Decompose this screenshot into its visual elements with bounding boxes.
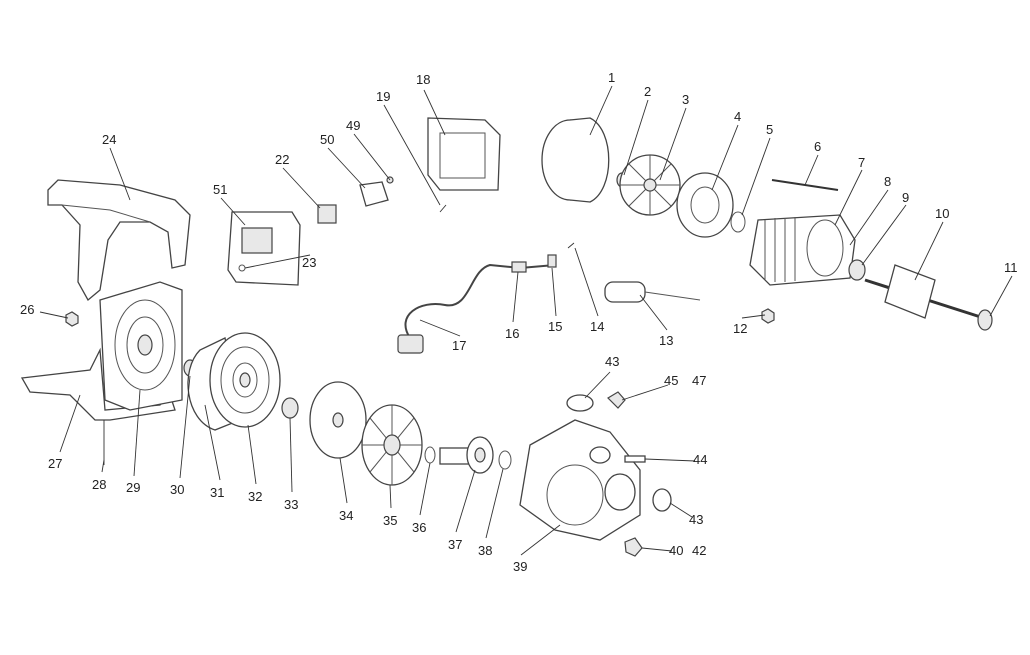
part-base: [20, 347, 176, 421]
label-35: 35: [383, 513, 397, 528]
part-switch: [359, 181, 389, 207]
part-o-ring-2: [498, 450, 512, 470]
part-drum: [187, 332, 281, 431]
label-29: 29: [126, 480, 140, 495]
part-labels: 1 2 3 4 5 6 7 8 9 10 11 12 13 14 15 16 1…: [20, 70, 1018, 574]
part-seal: [281, 397, 299, 419]
part-power-cable: [404, 263, 556, 339]
part-handle-cover: [47, 179, 191, 302]
label-31: 31: [210, 485, 224, 500]
label-45: 45: [664, 373, 678, 388]
label-9: 9: [902, 190, 909, 205]
label-8: 8: [884, 174, 891, 189]
part-capacitor: [604, 281, 701, 303]
label-32: 32: [248, 489, 262, 504]
part-switch-box: [227, 211, 301, 286]
label-33: 33: [284, 497, 298, 512]
label-39: 39: [513, 559, 527, 574]
label-4: 4: [734, 109, 741, 124]
label-7: 7: [858, 155, 865, 170]
part-o-ring: [424, 446, 436, 464]
label-22: 22: [275, 152, 289, 167]
part-drain-plug: [624, 537, 643, 557]
leader-lines: [39, 85, 1013, 556]
label-30: 30: [170, 482, 184, 497]
label-27: 27: [48, 456, 62, 471]
label-12: 12: [733, 321, 747, 336]
label-24: 24: [102, 132, 116, 147]
part-plug-side: [652, 488, 672, 512]
label-18: 18: [416, 72, 430, 87]
label-47: 47: [692, 373, 706, 388]
label-3: 3: [682, 92, 689, 107]
label-28: 28: [92, 477, 106, 492]
part-stator: [749, 214, 856, 286]
label-16: 16: [505, 326, 519, 341]
part-impeller: [361, 404, 423, 486]
label-15: 15: [548, 319, 562, 334]
label-14: 14: [590, 319, 604, 334]
label-40: 40: [669, 543, 683, 558]
part-bolt: [624, 455, 646, 463]
label-5: 5: [766, 122, 773, 137]
label-44: 44: [693, 452, 707, 467]
label-43-side: 43: [689, 512, 703, 527]
label-51: 51: [213, 182, 227, 197]
part-end-flange: [676, 172, 734, 238]
label-49: 49: [346, 118, 360, 133]
part-switch-button: [317, 204, 337, 224]
label-13: 13: [659, 333, 673, 348]
part-fitting: [607, 391, 626, 409]
part-terminal-box: [427, 117, 501, 191]
label-11: 11: [1004, 260, 1018, 275]
label-2: 2: [644, 84, 651, 99]
label-23: 23: [302, 255, 316, 270]
label-36: 36: [412, 520, 426, 535]
label-34: 34: [339, 508, 353, 523]
label-1: 1: [608, 70, 615, 85]
part-plug-top: [566, 394, 594, 412]
label-43-top: 43: [605, 354, 619, 369]
label-37: 37: [448, 537, 462, 552]
label-38: 38: [478, 543, 492, 558]
part-diffuser: [439, 436, 494, 474]
label-17: 17: [452, 338, 466, 353]
label-6: 6: [814, 139, 821, 154]
part-pump-body: [519, 419, 641, 541]
label-42: 42: [692, 543, 706, 558]
label-10: 10: [935, 206, 949, 221]
label-26: 26: [20, 302, 34, 317]
label-50: 50: [320, 132, 334, 147]
part-nut: [65, 311, 79, 327]
part-fan: [619, 154, 681, 216]
part-disc: [309, 381, 367, 459]
part-fan-cover: [541, 117, 610, 203]
part-rotor: [864, 264, 991, 322]
label-19: 19: [376, 89, 390, 104]
